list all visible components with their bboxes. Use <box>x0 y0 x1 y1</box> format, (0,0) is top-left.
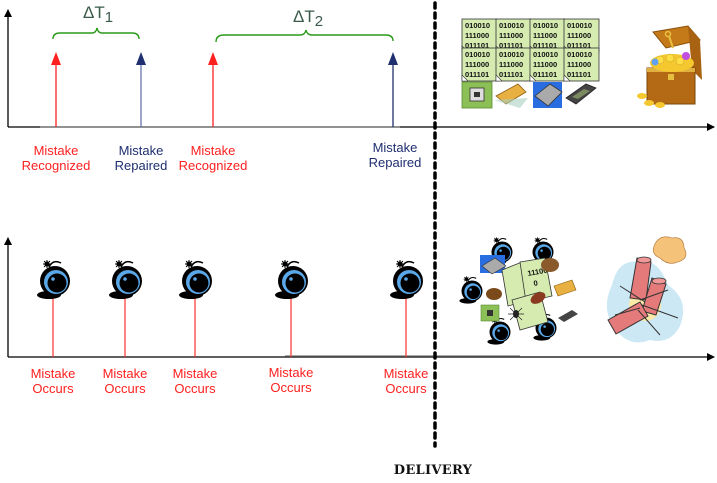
event-label-recognized-1-line2: Recognized <box>22 158 91 173</box>
binary-card-line: 010010 <box>567 21 592 30</box>
binary-card-line: 010010 <box>533 21 558 30</box>
binary-card-line: 010010 <box>533 50 558 59</box>
event-label-line1: Mistake <box>269 365 314 380</box>
binary-card-line: 010010 <box>567 50 592 59</box>
treasure-chest-icon <box>637 25 702 108</box>
event-label-line1: Mistake <box>384 366 429 381</box>
binary-card-line: 111000 <box>567 31 591 40</box>
binary-card-line: 010010 <box>499 21 524 30</box>
binary-card-line: 011101 <box>499 41 523 50</box>
top-timeline: ΔT1 ΔT2 Mistake Recognized Mistake Repai… <box>4 3 715 173</box>
event-arrow-recognized-2 <box>208 52 218 127</box>
event-label-recognized-2-line2: Recognized <box>179 158 248 173</box>
binary-card-line: 011101 <box>465 70 489 79</box>
event-label-repaired-2-line2: Repaired <box>369 155 422 170</box>
event-arrow-recognized-1 <box>51 52 61 127</box>
binary-card-line: 011101 <box>533 41 557 50</box>
event-label-recognized-2-line1: Mistake <box>191 143 236 158</box>
bomb-icon <box>178 259 213 300</box>
bomb-icon <box>389 259 424 300</box>
binary-card-line: 111000 <box>465 60 489 69</box>
binary-card-line: 111000 <box>499 31 523 40</box>
microchip-icon <box>461 81 597 109</box>
delta-t1-label: ΔT1 <box>83 3 113 26</box>
delivery-label: DELIVERY <box>394 463 473 478</box>
event-label-line2: Occurs <box>270 380 312 395</box>
delta-t2-bracket <box>215 29 394 43</box>
binary-card-line: 111000 <box>465 31 489 40</box>
binary-card-line: 010010 <box>465 50 490 59</box>
event-label-line1: Mistake <box>103 366 148 381</box>
binary-card-line: 111000 <box>567 60 591 69</box>
event-label-line2: Occurs <box>104 381 146 396</box>
binary-card-line: 011101 <box>567 41 591 50</box>
binary-card-line: 011101 <box>533 70 557 79</box>
bomb-icon <box>108 259 143 300</box>
binary-code-cards-icon: 0100101110000111010100101110000111010100… <box>461 18 600 82</box>
binary-card-line: 010010 <box>465 21 490 30</box>
binary-card-line: 011101 <box>465 41 489 50</box>
binary-card-line: 111000 <box>533 60 557 69</box>
delta-t1-bracket <box>52 27 140 40</box>
event-label-line2: Occurs <box>174 381 216 396</box>
bomb-icon <box>274 259 309 300</box>
delta-t2-label: ΔT2 <box>293 7 323 30</box>
exploding-dynamite-icon <box>606 236 687 343</box>
event-label-line1: Mistake <box>31 366 76 381</box>
event-arrow-repaired-1 <box>136 52 146 127</box>
event-label-line1: Mistake <box>173 366 218 381</box>
binary-card-line: 011101 <box>567 70 591 79</box>
chaos-card-text: 0 <box>533 278 539 288</box>
bottom-timeline: MistakeOccursMistakeOccursMistakeOccursM… <box>4 236 715 396</box>
event-label-repaired-2-line1: Mistake <box>373 140 418 155</box>
event-label-line2: Occurs <box>385 381 427 396</box>
binary-card-line: 011101 <box>499 70 523 79</box>
bomb-icon <box>36 259 71 300</box>
event-label-repaired-1-line2: Repaired <box>115 158 168 173</box>
event-label-recognized-1-line1: Mistake <box>34 143 79 158</box>
event-arrow-repaired-2 <box>388 52 398 127</box>
binary-card-line: 010010 <box>499 50 524 59</box>
binary-card-line: 111000 <box>533 31 557 40</box>
event-label-line2: Occurs <box>32 381 74 396</box>
event-label-repaired-1-line1: Mistake <box>119 143 164 158</box>
binary-card-line: 111000 <box>499 60 523 69</box>
bug-chaos-cluster-icon: 11100 0 <box>458 236 578 346</box>
